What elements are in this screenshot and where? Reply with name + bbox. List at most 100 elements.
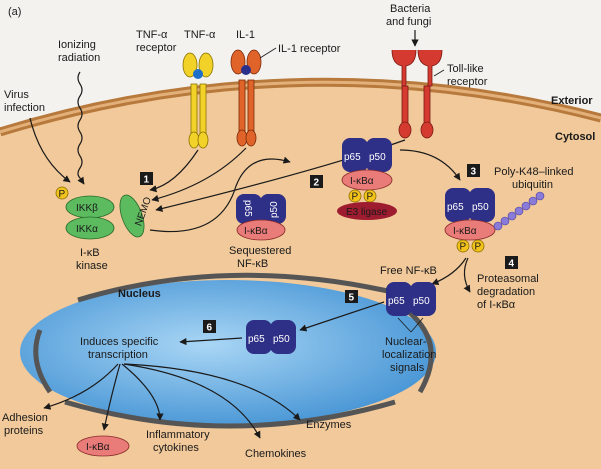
svg-text:p50: p50: [369, 152, 386, 163]
svg-text:4: 4: [509, 259, 515, 270]
svg-text:P: P: [352, 192, 359, 203]
proteasomal-label-3: of I-κBα: [477, 299, 516, 311]
kinase-label-2: kinase: [76, 260, 108, 272]
enzymes-label: Enzymes: [306, 419, 352, 431]
proteasomal-label-2: degradation: [477, 286, 535, 298]
ikkb-label: IKKβ: [76, 203, 98, 214]
panel-label: (a): [8, 6, 21, 18]
bacteria-label-1: Bacteria: [390, 3, 431, 15]
virus-label-1: Virus: [4, 89, 29, 101]
tnf-receptor: [182, 52, 214, 149]
import-arrow: [299, 301, 385, 332]
svg-text:P: P: [59, 189, 66, 200]
svg-text:2: 2: [314, 178, 320, 189]
il1-receptor: [230, 49, 262, 147]
toll-label-2: receptor: [447, 76, 488, 88]
tnf-label: TNF-α: [184, 29, 216, 41]
nucleus-label: Nucleus: [118, 288, 161, 300]
exterior-label: Exterior: [551, 95, 593, 107]
il1-ligand: [241, 65, 251, 75]
nucleus: Nucleus: [20, 272, 436, 429]
svg-text:p50: p50: [273, 334, 290, 345]
step-6-marker: 6: [203, 320, 216, 334]
adhesion-label-1: Adhesion: [2, 412, 48, 424]
complex-to-ubiquitin-arrow: [399, 149, 461, 181]
virus-arrow: [29, 117, 71, 183]
adhesion-arrow: [43, 363, 119, 410]
svg-text:E3 ligase: E3 ligase: [346, 207, 388, 218]
proteasomal-label-1: Proteasomal: [477, 273, 539, 285]
tnf-receptor-label-2: receptor: [136, 42, 177, 54]
svg-text:P: P: [475, 242, 482, 253]
ubiquitin-label-1: Poly-K48–linked: [494, 166, 574, 178]
svg-text:1: 1: [144, 175, 150, 186]
inflammatory-label-1: Inflammatory: [146, 429, 210, 441]
svg-text:p65: p65: [388, 296, 405, 307]
il1-receptor-label: IL-1 receptor: [278, 43, 341, 55]
step-1-marker: 1: [140, 172, 153, 186]
ionizing-label-1: Ionizing: [58, 39, 96, 51]
kinase-label-1: I-κB: [80, 247, 100, 259]
e3-ligase: [337, 202, 397, 220]
svg-text:p65: p65: [447, 202, 464, 213]
step-5-marker: 5: [345, 290, 358, 304]
chemokines-arrow: [123, 363, 261, 439]
svg-text:p50: p50: [269, 201, 280, 218]
tnf-to-kinase-arrow: [149, 149, 199, 193]
ubiquitin-chain: [493, 191, 545, 231]
sequestered-nfkb: p65 p50 I-κBα: [236, 194, 286, 241]
svg-text:P: P: [460, 242, 467, 253]
sequestered-label-1: Sequestered: [229, 245, 291, 257]
svg-text:I-κBα: I-κBα: [350, 176, 374, 187]
nls-label-1: Nuclear-: [385, 336, 427, 348]
svg-text:p65: p65: [242, 200, 253, 217]
nls-label-3: signals: [390, 362, 425, 374]
ikk-phospho: [55, 186, 69, 200]
release-arrow: [431, 257, 467, 285]
adhesion-label-2: proteins: [4, 425, 44, 437]
toll-label-1: Toll-like: [447, 63, 484, 75]
ikb-product: I-κBα: [76, 435, 130, 457]
svg-text:3: 3: [471, 167, 477, 178]
svg-text:P: P: [367, 192, 374, 203]
step-4-marker: 4: [505, 256, 518, 270]
il1-label: IL-1: [236, 29, 255, 41]
radiation-squiggle: [77, 71, 85, 185]
degradation-arrow: [463, 257, 471, 293]
svg-text:p50: p50: [472, 202, 489, 213]
svg-text:p65: p65: [344, 152, 361, 163]
svg-text:6: 6: [207, 323, 213, 334]
ubiquitinated-complex: p65 p50 I-κBα P P: [444, 188, 496, 253]
nuclear-nfkb: p65 p50: [246, 320, 296, 354]
step-2-marker: 2: [310, 175, 323, 189]
ikka-label: IKKα: [76, 224, 98, 235]
induces-label-1: Induces specific: [80, 336, 159, 348]
il1-to-kinase-arrow: [151, 147, 247, 202]
transcription-arrow: [179, 337, 243, 346]
tnf-receptor-label-1: TNF-α: [136, 29, 168, 41]
tnf-ligand: [193, 69, 203, 79]
free-nfkb: p65 p50: [386, 282, 436, 316]
cytokines-arrow: [121, 363, 164, 421]
svg-text:5: 5: [349, 293, 355, 304]
sequestered-label-2: NF-κB: [237, 258, 268, 270]
virus-label-2: infection: [4, 102, 45, 114]
enzymes-arrow: [123, 363, 301, 421]
svg-text:p65: p65: [248, 334, 265, 345]
cytosol-label: Cytosol: [555, 131, 595, 143]
phosphorylated-complex: p65 p50 I-κBα P P E3 ligase: [337, 138, 397, 220]
toll-like-receptor: [391, 49, 443, 139]
svg-text:I-κBα: I-κBα: [453, 226, 477, 237]
ionizing-label-2: radiation: [58, 52, 100, 64]
chemokines-label: Chemokines: [245, 448, 307, 460]
svg-text:I-κBα: I-κBα: [244, 226, 268, 237]
free-nfkb-label: Free NF-κB: [380, 265, 437, 277]
kinase-to-complex-arrow: [149, 156, 291, 233]
bacteria-label-2: and fungi: [386, 16, 431, 28]
inflammatory-label-2: cytokines: [153, 442, 199, 454]
induces-label-2: transcription: [88, 349, 148, 361]
svg-text:p50: p50: [413, 296, 430, 307]
nls-label-2: localization: [382, 349, 436, 361]
ikb-product-arrow: [101, 363, 121, 431]
